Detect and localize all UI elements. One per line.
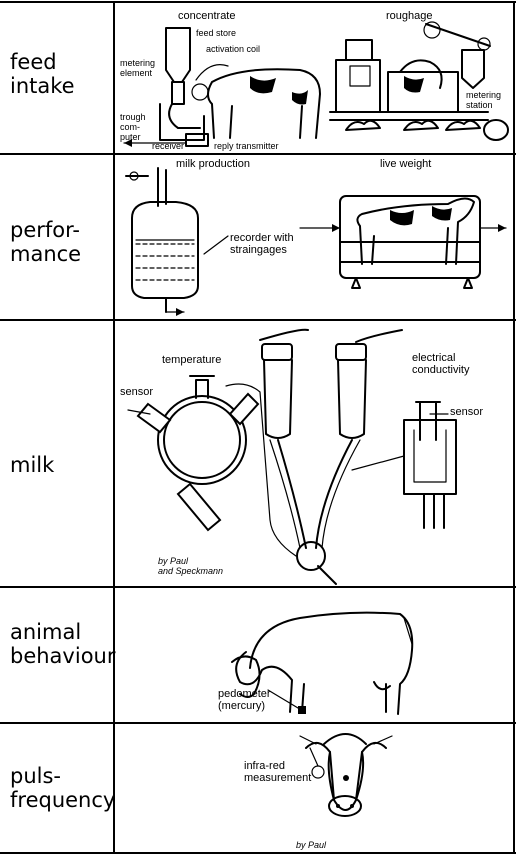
label-line: infra-red — [244, 760, 311, 772]
label-line: measurement — [244, 772, 311, 784]
label-infrared-measurement: infra-red measurement — [244, 760, 311, 784]
label-credit-paul: by Paul — [296, 840, 326, 850]
